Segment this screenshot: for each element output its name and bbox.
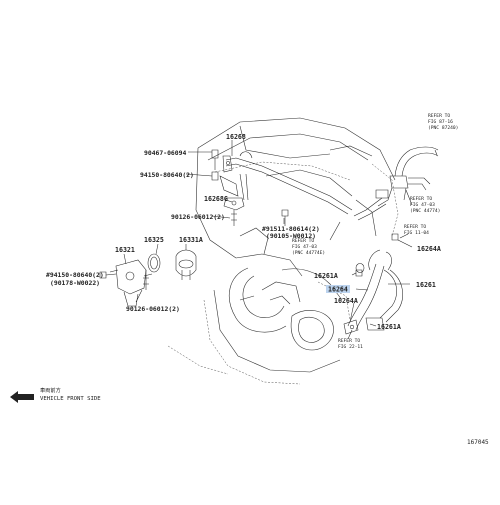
label-16261a-upper: 16261A <box>314 272 338 280</box>
gasket-16325 <box>147 253 161 273</box>
label-94150-80640: 94150-80640(2) <box>140 171 194 179</box>
engine-outline <box>167 117 399 385</box>
refer-fig-11-04: REFER TO FIG 11-04 <box>404 224 429 236</box>
refer-notes: REFER TO FIG 87-16 (PNC 87240) REFER TO … <box>292 113 458 350</box>
refer-fig-47-03-right: REFER TO FIG 47-03 (PNC 44774) <box>410 196 440 214</box>
heater-hose-upper <box>353 146 439 221</box>
bolts <box>99 149 399 290</box>
svg-text:FIG 47-03: FIG 47-03 <box>410 202 435 208</box>
label-16325: 16325 <box>144 236 164 244</box>
direction-english: VEHICLE FRONT SIDE <box>40 396 101 402</box>
svg-text:FIG 11-04: FIG 11-04 <box>404 230 429 236</box>
highlight-16264 <box>326 285 350 293</box>
label-90467-06094: 90467-06094 <box>144 149 186 157</box>
svg-text:REFER TO: REFER TO <box>428 113 450 119</box>
label-91511-80614: #91511-80614(2) <box>262 225 320 233</box>
svg-text:REFER TO: REFER TO <box>292 238 314 244</box>
radiator-hose-lower <box>343 249 403 335</box>
label-16264a-upper: 16264A <box>417 245 441 253</box>
label-90126-06012-lower: 90126-06012(2) <box>126 305 180 313</box>
svg-text:(PNC 44774): (PNC 44774) <box>410 208 440 214</box>
svg-text:FIG 22-11: FIG 22-11 <box>338 344 363 350</box>
leader-lines <box>105 140 438 340</box>
label-16331a: 16331A <box>179 236 203 244</box>
label-16261a-lower: 16261A <box>377 323 401 331</box>
label-16321: 16321 <box>115 246 135 254</box>
label-90178-w0022: (90178-W0022) <box>50 279 100 287</box>
label-16264a-lower: 16264A <box>334 297 358 305</box>
label-16268: 16268 <box>226 133 246 141</box>
svg-text:FIG 87-16: FIG 87-16 <box>428 119 453 125</box>
svg-text:(PNC 44774E): (PNC 44774E) <box>292 250 325 256</box>
refer-fig-87-16: REFER TO FIG 87-16 (PNC 87240) <box>428 113 458 131</box>
label-16268g: 16268G <box>204 195 228 203</box>
svg-text:(PNC 87240): (PNC 87240) <box>428 125 458 131</box>
vehicle-front-indicator: 車両前方 VEHICLE FRONT SIDE <box>10 386 101 403</box>
label-90126-06012-upper: 90126-06012(2) <box>171 213 225 221</box>
svg-text:REFER TO: REFER TO <box>410 196 432 202</box>
figure-number: 167045 <box>467 439 489 446</box>
direction-japanese: 車両前方 <box>40 386 61 394</box>
refer-fig-22-11: REFER TO FIG 22-11 <box>338 338 363 350</box>
part-labels: 90467-06094 16268 94150-80640(2) 16268G … <box>46 133 441 331</box>
label-16264: 16264 <box>328 286 348 294</box>
svg-text:REFER TO: REFER TO <box>404 224 426 230</box>
svg-text:REFER TO: REFER TO <box>338 338 360 344</box>
fitting-16268g <box>223 197 245 211</box>
label-90105-w0012: (90105-W0012) <box>266 232 316 240</box>
arrow-left-icon <box>10 391 34 403</box>
refer-fig-47-03-center: REFER TO FIG 47-03 (PNC 44774E) <box>292 238 325 256</box>
label-94150-80640-sub: #94150-80640(2) <box>46 271 104 279</box>
bypass-pipe <box>219 151 353 215</box>
thermostat-16331a <box>175 249 197 280</box>
thermostat-housing-16321 <box>109 259 153 307</box>
label-16261: 16261 <box>416 281 436 289</box>
svg-text:FIG 47-03: FIG 47-03 <box>292 244 317 250</box>
